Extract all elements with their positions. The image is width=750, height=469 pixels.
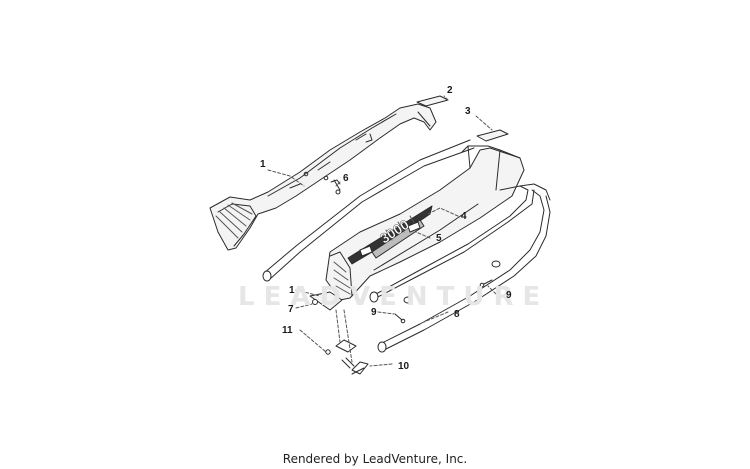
pad-part-3 <box>476 129 509 142</box>
watermark: LEADVENTURE <box>238 282 550 312</box>
callout-8: 8 <box>454 309 460 320</box>
grommet-near-bumper <box>403 260 501 304</box>
callout-11: 11 <box>282 325 293 336</box>
callout-6: 6 <box>343 173 349 184</box>
callout-7: 7 <box>288 304 294 315</box>
hardware-part-10 <box>351 361 369 375</box>
bolt-part-6 <box>330 179 341 195</box>
leader-lines <box>267 95 497 367</box>
callout-1-lower: 1 <box>289 285 295 296</box>
tube-bar-left <box>262 139 475 282</box>
bumper-loop-part-8 <box>369 183 551 353</box>
hardware-part-11 <box>325 339 357 369</box>
callout-1-upper: 1 <box>260 159 266 170</box>
callout-9-right: 9 <box>506 290 512 301</box>
side-panel-lower <box>309 291 343 311</box>
console-body <box>325 145 525 301</box>
footer-credit: Rendered by LeadVenture, Inc. <box>282 452 468 466</box>
fastener-part-9-right <box>479 279 493 288</box>
callout-3: 3 <box>465 106 471 117</box>
rivet-part-7 <box>312 299 318 305</box>
callout-5: 5 <box>436 233 442 244</box>
callout-10: 10 <box>398 361 410 372</box>
callout-4: 4 <box>461 211 467 222</box>
fastener-part-9-left <box>394 313 406 324</box>
pad-part-2 <box>416 95 449 107</box>
callout-2: 2 <box>447 85 453 96</box>
side-panel-upper <box>209 103 437 251</box>
callout-9-left: 9 <box>371 307 377 318</box>
